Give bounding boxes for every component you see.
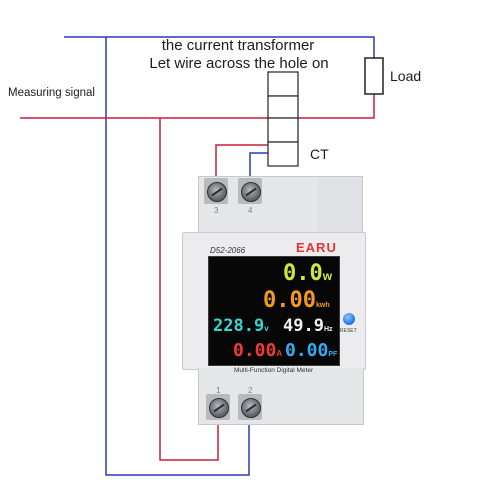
voltage-unit: v bbox=[264, 324, 269, 333]
power-factor-unit: PF bbox=[328, 351, 338, 358]
terminal-screw-2[interactable] bbox=[241, 398, 261, 418]
current-value: 0.00 bbox=[233, 340, 277, 361]
meter-top-side-housing bbox=[318, 176, 363, 233]
energy-unit: kwh bbox=[315, 302, 330, 309]
voltage-reading: 228.9v bbox=[213, 318, 269, 335]
energy-reading: 0.00kwh bbox=[263, 290, 330, 312]
power-unit: w bbox=[322, 269, 333, 283]
energy-value: 0.00 bbox=[263, 288, 316, 313]
terminal-screw-3[interactable] bbox=[207, 182, 227, 202]
caption-line-1: the current transformer bbox=[161, 37, 315, 54]
frequency-value: 49.9 bbox=[283, 316, 324, 336]
power-factor-reading: 0.00PF bbox=[285, 342, 337, 360]
power-reading: 0.0w bbox=[283, 263, 332, 285]
current-reading: 0.00A bbox=[233, 342, 282, 360]
meter-display: 0.0w 0.00kwh 228.9v 49.9Hz 0.00A 0.00PF bbox=[208, 256, 340, 366]
terminal-screw-1[interactable] bbox=[209, 398, 229, 418]
meter-model: D52-2066 bbox=[210, 246, 246, 255]
load-resistor bbox=[364, 57, 384, 95]
meter-name-label: Multi-Function Digital Meter bbox=[234, 367, 314, 374]
ct-label: CT bbox=[310, 146, 329, 162]
ct-stack bbox=[267, 71, 299, 167]
reset-button[interactable] bbox=[343, 313, 355, 325]
terminal-3-number: 3 bbox=[214, 206, 219, 215]
red-wire-left bbox=[159, 118, 219, 461]
terminal-screw-4[interactable] bbox=[241, 182, 261, 202]
terminal-1-number: 1 bbox=[216, 386, 221, 395]
frequency-reading: 49.9Hz bbox=[283, 318, 333, 335]
frequency-unit: Hz bbox=[323, 326, 333, 333]
load-label: Load bbox=[390, 68, 422, 84]
terminal-4-number: 4 bbox=[248, 206, 253, 215]
power-factor-value: 0.00 bbox=[285, 340, 329, 361]
power-value: 0.0 bbox=[283, 261, 323, 286]
blue-wire-top bbox=[64, 36, 375, 58]
meter-brand: EARU bbox=[296, 240, 337, 255]
blue-wire-left bbox=[105, 37, 250, 476]
ct-red-lead bbox=[215, 144, 284, 184]
measuring-signal-label: Measuring signal bbox=[8, 87, 95, 99]
terminal-2-number: 2 bbox=[248, 386, 253, 395]
red-wire-main bbox=[20, 94, 375, 119]
reset-label: RESET bbox=[340, 328, 357, 334]
current-unit: A bbox=[276, 349, 283, 358]
caption-line-2: Let wire across the hole on bbox=[149, 55, 329, 72]
voltage-value: 228.9 bbox=[213, 316, 265, 336]
